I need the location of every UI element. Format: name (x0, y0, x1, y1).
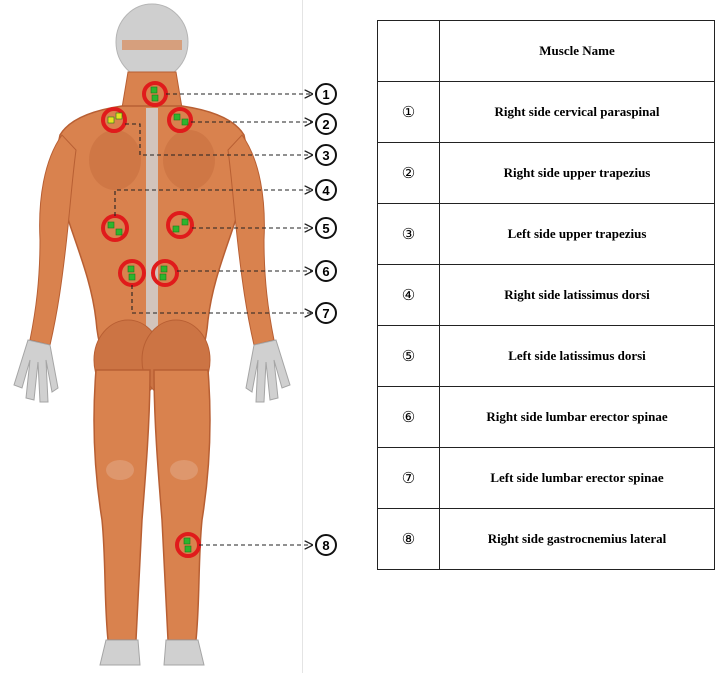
table-header-row: Muscle Name (378, 21, 715, 82)
row-muscle-name: Right side cervical paraspinal (440, 82, 715, 143)
callout-7: 7 (322, 306, 329, 321)
callout-8: 8 (322, 538, 329, 553)
header-num (378, 21, 440, 82)
row-muscle-name: Right side gastrocnemius lateral (440, 509, 715, 570)
body-diagram: 1 2 3 4 5 6 7 8 (0, 0, 345, 673)
table-row: ⑤ Left side latissimus dorsi (378, 326, 715, 387)
table-row: ① Right side cervical paraspinal (378, 82, 715, 143)
table-row: ② Right side upper trapezius (378, 143, 715, 204)
row-number: ⑥ (378, 387, 440, 448)
callout-5: 5 (322, 221, 329, 236)
row-number: ⑦ (378, 448, 440, 509)
row-number: ③ (378, 204, 440, 265)
callout-4: 4 (322, 183, 330, 198)
callout-circles: 1 2 3 4 5 6 7 8 (316, 84, 336, 555)
row-number: ⑧ (378, 509, 440, 570)
callout-1: 1 (322, 87, 329, 102)
row-muscle-name: Left side upper trapezius (440, 204, 715, 265)
table-row: ⑧ Right side gastrocnemius lateral (378, 509, 715, 570)
callout-6: 6 (322, 264, 329, 279)
row-muscle-name: Right side upper trapezius (440, 143, 715, 204)
header-muscle-name: Muscle Name (440, 21, 715, 82)
row-muscle-name: Left side lumbar erector spinae (440, 448, 715, 509)
row-muscle-name: Right side lumbar erector spinae (440, 387, 715, 448)
callout-2: 2 (322, 117, 329, 132)
row-number: ④ (378, 265, 440, 326)
row-muscle-name: Left side latissimus dorsi (440, 326, 715, 387)
row-number: ② (378, 143, 440, 204)
row-number: ⑤ (378, 326, 440, 387)
callout-3: 3 (322, 148, 329, 163)
muscle-table: Muscle Name ① Right side cervical parasp… (377, 20, 715, 570)
table-row: ④ Right side latissimus dorsi (378, 265, 715, 326)
row-number: ① (378, 82, 440, 143)
table-row: ⑦ Left side lumbar erector spinae (378, 448, 715, 509)
row-muscle-name: Right side latissimus dorsi (440, 265, 715, 326)
table-row: ⑥ Right side lumbar erector spinae (378, 387, 715, 448)
table-row: ③ Left side upper trapezius (378, 204, 715, 265)
